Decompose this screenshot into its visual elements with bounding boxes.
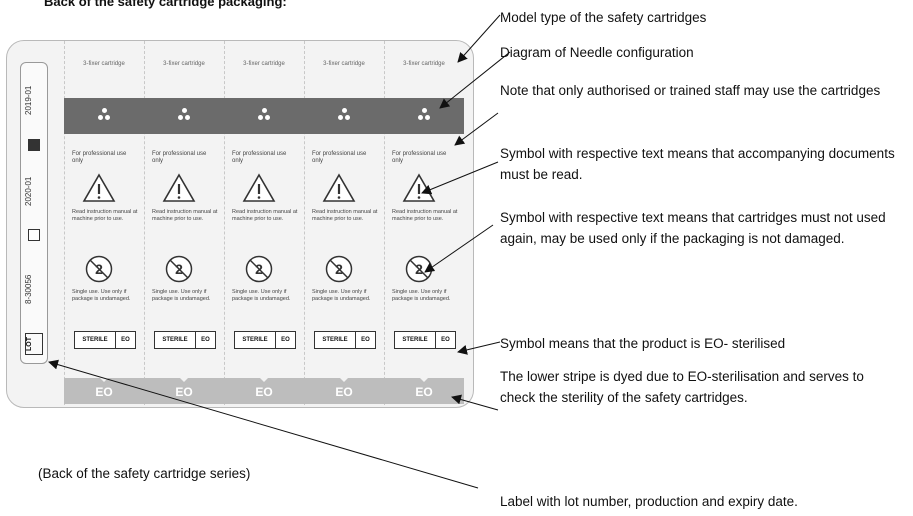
needle-configuration-icon [178,108,190,122]
sterile-method: EO [281,337,290,343]
needle-band [384,98,464,134]
sterile-method: EO [121,337,130,343]
warning-triangle-icon [242,173,276,202]
single-use-text: Single use. Use only if package is undam… [392,289,451,302]
warning-triangle-icon [82,173,116,202]
professional-use-note: For professional use only [312,151,367,164]
read-instructions-text: Read instruction manual at machine prior… [392,209,458,222]
read-instructions-text: Read instruction manual at machine prior… [312,209,378,222]
lot-box: LOT [25,333,43,355]
eo-stripe-label: EO [175,385,193,399]
perforation-line [144,41,145,405]
read-instructions-text: Read instruction manual at machine prior… [232,209,298,222]
sterile-eo-box: STERILE EO [74,331,136,349]
eo-stripe-label: EO [335,385,353,399]
sterile-label: STERILE [315,332,356,348]
eo-stripe: EO [304,378,384,404]
single-use-text: Single use. Use only if package is undam… [72,289,131,302]
annotation-single-use: Symbol with respective text means that c… [500,210,886,246]
needle-band [144,98,224,134]
single-use-icon: 2 [165,255,193,283]
sterile-label: STERILE [155,332,196,348]
model-type-label: 3-fixer cartridge [403,61,445,67]
annotation-read-documents: Symbol with respective text means that a… [500,146,895,182]
single-use-text: Single use. Use only if package is undam… [312,289,371,302]
single-use-icon: 2 [325,255,353,283]
annotation-lot-label: Label with lot number, production and ex… [500,494,798,509]
sterile-method: EO [441,337,450,343]
model-type-label: 3-fixer cartridge [243,61,285,67]
needle-band [304,98,384,134]
annotation-needle-diagram: Diagram of Needle configuration [500,45,694,60]
model-type-label: 3-fixer cartridge [163,61,205,67]
cartridge-5: 3-fixer cartridge For professional use o… [384,41,464,405]
professional-use-note: For professional use only [72,151,127,164]
read-instructions-text: Read instruction manual at machine prior… [152,209,218,222]
needle-configuration-icon [418,108,430,122]
model-type-label: 3-fixer cartridge [83,61,125,67]
expiry-date: 2019-01 [24,85,33,115]
sterile-label: STERILE [395,332,436,348]
production-date: 2020-01 [24,176,33,206]
sterile-label: STERILE [235,332,276,348]
sterile-method: EO [361,337,370,343]
needle-band [64,98,144,134]
sterile-eo-box: STERILE EO [394,331,456,349]
model-type-label: 3-fixer cartridge [323,61,365,67]
warning-triangle-icon [322,173,356,202]
cartridge-3: 3-fixer cartridge For professional use o… [224,41,304,405]
eo-stripe: EO [224,378,304,404]
single-use-text: Single use. Use only if package is undam… [152,289,211,302]
sterile-method: EO [201,337,210,343]
factory-symbol-icon [28,229,40,241]
sterile-label: STERILE [75,332,116,348]
needle-band [224,98,304,134]
annotation-eo-sterilised: Symbol means that the product is EO- ste… [500,336,786,351]
professional-use-note: For professional use only [152,151,207,164]
single-use-icon: 2 [85,255,113,283]
professional-use-note: For professional use only [232,151,287,164]
caption: (Back of the safety cartridge series) [38,466,251,481]
lot-label: 2019-01 2020-01 8-30056 LOT [20,62,48,364]
eo-stripe-label: EO [95,385,113,399]
needle-configuration-icon [98,108,110,122]
lot-number: 8-30056 [24,274,33,304]
eo-stripe: EO [384,378,464,404]
warning-triangle-icon [402,173,436,202]
annotation-model-type: Model type of the safety cartridges [500,10,707,25]
expiry-symbol-icon [28,139,40,151]
sterile-eo-box: STERILE EO [234,331,296,349]
single-use-icon: 2 [245,255,273,283]
read-instructions-text: Read instruction manual at machine prior… [72,209,138,222]
page-title: Back of the safety cartridge packaging: [44,0,287,9]
single-use-icon: 2 [405,255,433,283]
perforation-line [64,41,65,405]
sterile-eo-box: STERILE EO [154,331,216,349]
perforation-line [224,41,225,405]
needle-configuration-icon [338,108,350,122]
perforation-line [384,41,385,405]
warning-triangle-icon [162,173,196,202]
sterile-eo-box: STERILE EO [314,331,376,349]
annotation-lower-stripe: The lower stripe is dyed due to EO-steri… [500,369,864,405]
perforation-line [304,41,305,405]
eo-stripe: EO [64,378,144,404]
annotation-authorised-staff: Note that only authorised or trained sta… [500,83,881,98]
eo-stripe-label: EO [415,385,433,399]
single-use-text: Single use. Use only if package is undam… [232,289,291,302]
eo-stripe: EO [144,378,224,404]
cartridge-4: 3-fixer cartridge For professional use o… [304,41,384,405]
eo-stripe-label: EO [255,385,273,399]
cartridge-2: 3-fixer cartridge For professional use o… [144,41,224,405]
cartridge-1: 3-fixer cartridge For professional use o… [64,41,144,405]
needle-configuration-icon [258,108,270,122]
professional-use-note: For professional use only [392,151,447,164]
